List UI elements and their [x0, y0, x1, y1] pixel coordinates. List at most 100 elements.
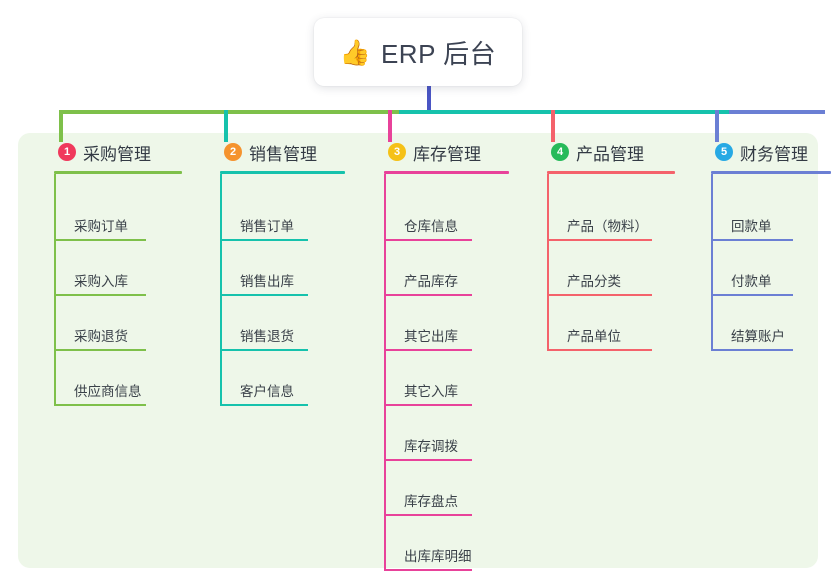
drop-connector-3: [388, 110, 392, 142]
branch-item-label: 其它出库: [404, 329, 458, 344]
branch-item[interactable]: 销售退货: [206, 298, 356, 353]
branch-item[interactable]: 产品分类: [533, 243, 693, 298]
branch-column-4: 4 产品管理产品（物料） 产品分类产品单位: [533, 133, 693, 353]
branch-header-2[interactable]: 2 销售管理: [206, 133, 356, 171]
branch-number-badge: 5: [715, 143, 733, 161]
branch-item-label: 库存调拨: [404, 439, 458, 454]
branch-item-rule: [220, 294, 308, 296]
branch-item[interactable]: 其它入库: [370, 353, 520, 408]
branch-column-1: 1 采购管理采购订单采购入库采购退货供应商信息: [40, 133, 190, 408]
branch-header-3[interactable]: 3 库存管理: [370, 133, 520, 171]
branch-item[interactable]: 回款单: [697, 188, 839, 243]
drop-connector-5: [715, 110, 719, 142]
branch-spine: [220, 174, 222, 406]
branch-spine: [711, 174, 713, 351]
branch-item-label: 回款单: [731, 219, 772, 234]
branch-item-rule: [711, 349, 793, 351]
root-node-card[interactable]: 👍 ERP 后台: [314, 18, 522, 86]
branch-title: 采购管理: [83, 144, 151, 164]
branch-item-rule: [54, 239, 146, 241]
branch-item-list: 采购订单采购入库采购退货供应商信息: [40, 174, 190, 408]
branch-item-list: 产品（物料） 产品分类产品单位: [533, 174, 693, 353]
branch-item[interactable]: 产品库存: [370, 243, 520, 298]
branch-item-rule: [54, 404, 146, 406]
branch-item-rule: [384, 239, 472, 241]
branch-spine: [547, 174, 549, 351]
branch-item[interactable]: 采购退货: [40, 298, 190, 353]
branch-item-label: 销售退货: [240, 329, 294, 344]
branch-item-rule: [711, 294, 793, 296]
branch-item[interactable]: 采购入库: [40, 243, 190, 298]
branch-item-label: 产品分类: [567, 274, 621, 289]
branch-item[interactable]: 仓库信息: [370, 188, 520, 243]
drop-connector-2: [224, 110, 228, 142]
branch-header-rule: [220, 171, 345, 174]
branch-item-label: 销售订单: [240, 219, 294, 234]
branch-item-label: 产品（物料）: [567, 219, 648, 234]
branch-item-label: 付款单: [731, 274, 772, 289]
branch-item[interactable]: 结算账户: [697, 298, 839, 353]
branch-item[interactable]: 产品单位: [533, 298, 693, 353]
branch-item-rule: [384, 294, 472, 296]
branch-item-label: 出库库明细: [404, 549, 472, 564]
branch-header-5[interactable]: 5 财务管理: [697, 133, 839, 171]
branch-item[interactable]: 其它出库: [370, 298, 520, 353]
branch-columns: 1 采购管理采购订单采购入库采购退货供应商信息 2 销售管理销售订单销售出库销售退货客…: [18, 133, 831, 571]
branch-column-3: 3 库存管理仓库信息产品库存其它出库其它入库库存调拨库存盘点出库库明细: [370, 133, 520, 573]
branch-header-rule: [384, 171, 509, 174]
branch-number-badge: 2: [224, 143, 242, 161]
branch-item[interactable]: 客户信息: [206, 353, 356, 408]
branch-header-4[interactable]: 4 产品管理: [533, 133, 693, 171]
branch-item-label: 仓库信息: [404, 219, 458, 234]
branch-header-1[interactable]: 1 采购管理: [40, 133, 190, 171]
branch-title: 产品管理: [576, 144, 644, 164]
branch-item-rule: [220, 349, 308, 351]
branch-column-5: 5 财务管理回款单付款单结算账户: [697, 133, 839, 353]
branch-item-rule: [711, 239, 793, 241]
branch-item[interactable]: 库存盘点: [370, 463, 520, 518]
branch-item-rule: [384, 569, 472, 571]
branch-item-label: 采购入库: [74, 274, 128, 289]
branch-item[interactable]: 采购订单: [40, 188, 190, 243]
branch-item-rule: [547, 239, 652, 241]
branch-item-rule: [54, 294, 146, 296]
branch-header-rule: [547, 171, 675, 174]
branch-item[interactable]: 付款单: [697, 243, 839, 298]
branch-item-label: 产品库存: [404, 274, 458, 289]
branch-item-label: 销售出库: [240, 274, 294, 289]
branch-item-rule: [384, 349, 472, 351]
branch-item[interactable]: 出库库明细: [370, 518, 520, 573]
branch-column-2: 2 销售管理销售订单销售出库销售退货客户信息: [206, 133, 356, 408]
bus-segment-1: [59, 110, 399, 114]
bus-segment-4: [729, 110, 825, 114]
branch-number-badge: 3: [388, 143, 406, 161]
drop-connector-1: [59, 110, 63, 142]
branch-item-rule: [54, 349, 146, 351]
branch-item-rule: [547, 294, 652, 296]
branch-number-badge: 1: [58, 143, 76, 161]
branch-item-list: 仓库信息产品库存其它出库其它入库库存调拨库存盘点出库库明细: [370, 174, 520, 573]
branch-item[interactable]: 库存调拨: [370, 408, 520, 463]
branch-item[interactable]: 销售订单: [206, 188, 356, 243]
branch-title: 销售管理: [249, 144, 317, 164]
drop-connector-4: [551, 110, 555, 142]
bus-segment-3: [399, 110, 729, 114]
branch-item-rule: [384, 459, 472, 461]
branch-item-label: 其它入库: [404, 384, 458, 399]
branch-item-label: 产品单位: [567, 329, 621, 344]
branch-number-badge: 4: [551, 143, 569, 161]
branch-title: 库存管理: [413, 144, 481, 164]
branch-item-label: 库存盘点: [404, 494, 458, 509]
branch-title: 财务管理: [740, 144, 808, 164]
branch-item-label: 供应商信息: [74, 384, 142, 399]
branch-item-rule: [384, 514, 472, 516]
branch-item-label: 结算账户: [731, 329, 785, 344]
thumbs-up-icon: 👍: [339, 38, 371, 67]
branch-item[interactable]: 销售出库: [206, 243, 356, 298]
branch-item-label: 采购退货: [74, 329, 128, 344]
branch-item-list: 销售订单销售出库销售退货客户信息: [206, 174, 356, 408]
branch-item[interactable]: 产品（物料）: [533, 188, 693, 243]
branch-spine: [54, 174, 56, 406]
root-node-title: ERP 后台: [380, 38, 497, 69]
branch-item[interactable]: 供应商信息: [40, 353, 190, 408]
